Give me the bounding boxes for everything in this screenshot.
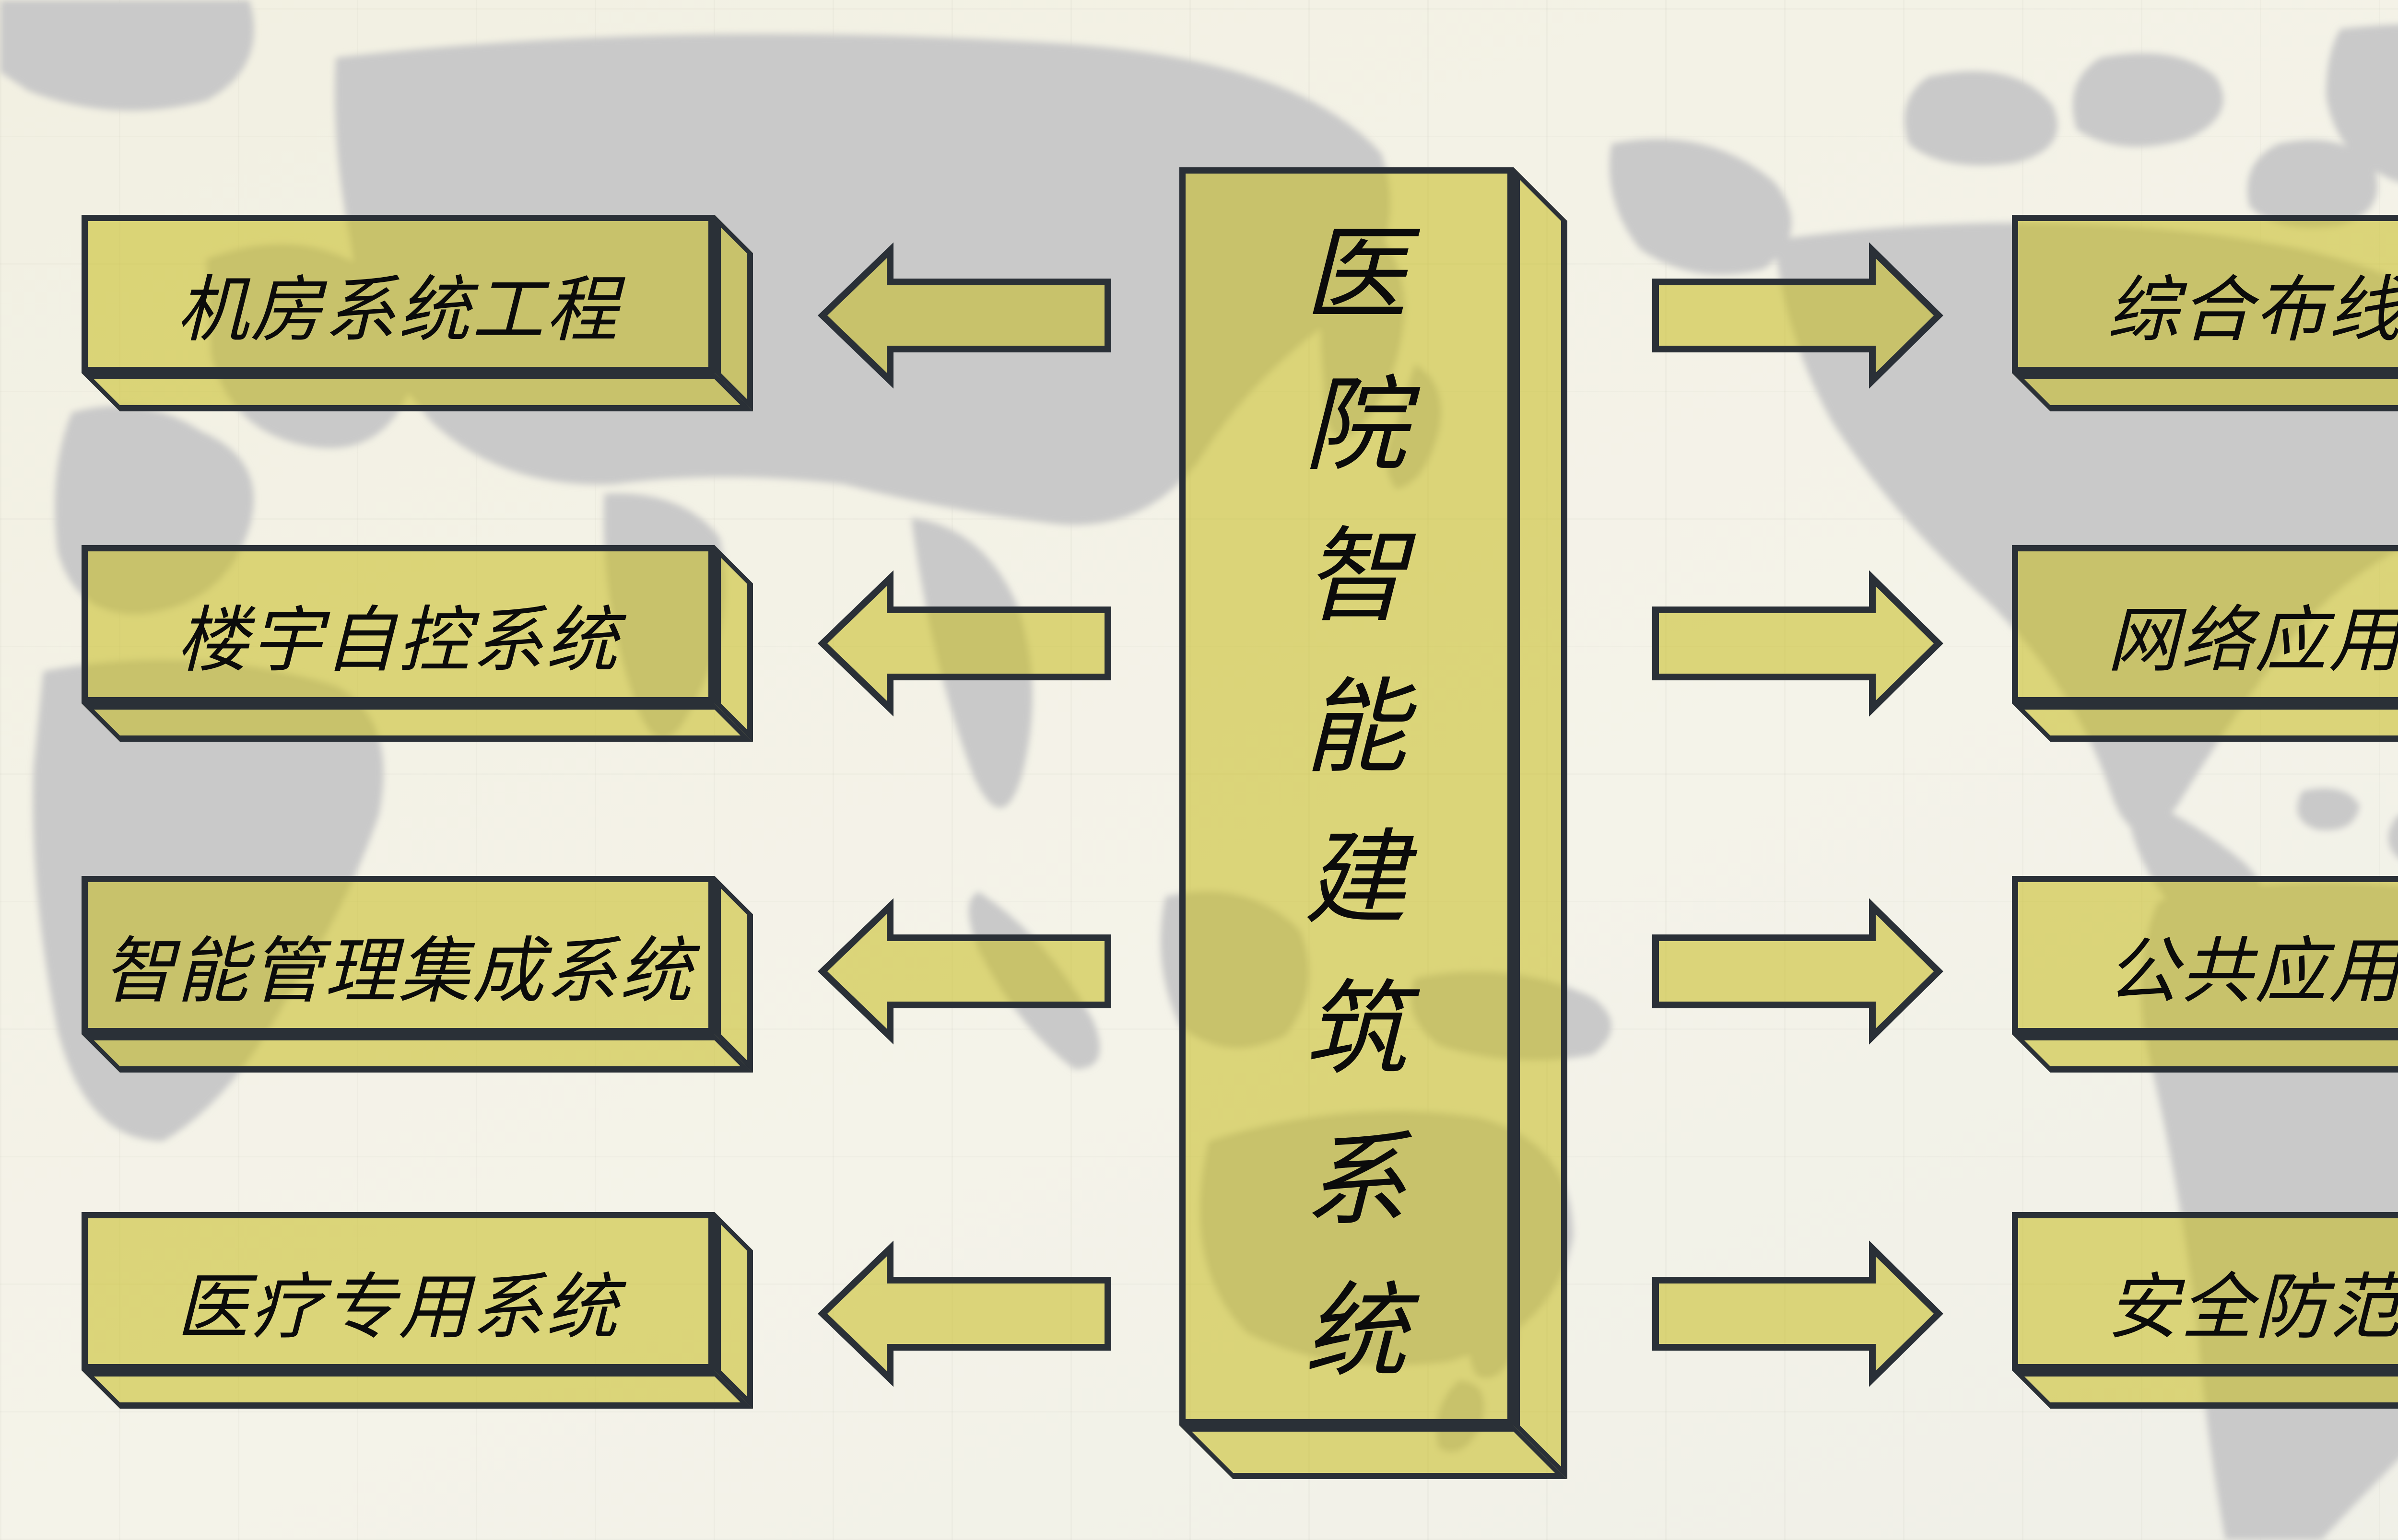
arrow-right-row4-icon	[1652, 1240, 1943, 1387]
arrow-right-row2-icon	[1652, 570, 1943, 717]
arrow-right-row1-icon	[1652, 242, 1943, 389]
box-center-bottom-face	[1179, 1425, 1567, 1479]
box-right-3-label: 公共应用系统	[2106, 930, 2398, 1013]
box-left-3-bottom-face	[82, 1034, 753, 1073]
box-left-1-bottom-face	[82, 373, 753, 411]
box-right-2-front-face: 网络应用系统	[2012, 545, 2398, 703]
box-left-4-label: 医疗专用系统	[176, 1266, 620, 1349]
landmass-alaska	[1610, 139, 1792, 275]
box-left-2-bottom-face	[82, 703, 753, 742]
landmass-arctic-island-1	[1904, 71, 2057, 165]
box-right-1-bottom-face	[2012, 373, 2398, 411]
landmass-arctic-island-3	[2247, 140, 2377, 228]
box-right-3-front-face: 公共应用系统	[2012, 876, 2398, 1034]
landmass-arctic-island-2	[2072, 53, 2223, 147]
arrow-left-row1-icon	[817, 242, 1111, 389]
box-right-2-bottom-face	[2012, 703, 2398, 742]
landmass-arctic-west	[0, 0, 254, 111]
arrow-left-row2-icon	[817, 570, 1111, 717]
box-left-2-front-face: 楼宇自控系统	[82, 545, 715, 703]
box-left-4-front-face: 医疗专用系统	[82, 1212, 715, 1370]
box-center-side-face	[1514, 167, 1567, 1479]
box-left-1-front-face: 机房系统工程	[82, 215, 715, 373]
box-left-1-label: 机房系统工程	[176, 268, 620, 352]
landmass-caribbean-2	[2388, 815, 2398, 858]
arrow-right-row3-icon	[1652, 898, 1943, 1045]
box-right-1-label: 综合布线系统	[2106, 268, 2398, 352]
box-right-3-bottom-face	[2012, 1034, 2398, 1073]
box-left-4-bottom-face	[82, 1370, 753, 1409]
box-right-4-front-face: 安全防范系统	[2012, 1212, 2398, 1370]
box-center-label: 医院智能建筑系统	[1286, 219, 1407, 1427]
box-right-4-label: 安全防范系统	[2106, 1266, 2398, 1349]
box-left-3-front-face: 智能管理集成系统	[82, 876, 715, 1034]
box-right-4-bottom-face	[2012, 1370, 2398, 1409]
arrow-left-row3-icon	[817, 898, 1111, 1045]
landmass-britain	[90, 413, 137, 466]
box-right-1-front-face: 综合布线系统	[2012, 215, 2398, 373]
box-left-2-label: 楼宇自控系统	[176, 599, 620, 682]
landmass-greenland	[2326, 24, 2398, 182]
arrow-left-row4-icon	[817, 1240, 1111, 1387]
box-right-2-label: 网络应用系统	[2106, 599, 2398, 682]
box-center-front-face: 医院智能建筑系统	[1179, 167, 1514, 1427]
landmass-caribbean-1	[2297, 788, 2360, 830]
box-left-3-label: 智能管理集成系统	[102, 930, 694, 1013]
